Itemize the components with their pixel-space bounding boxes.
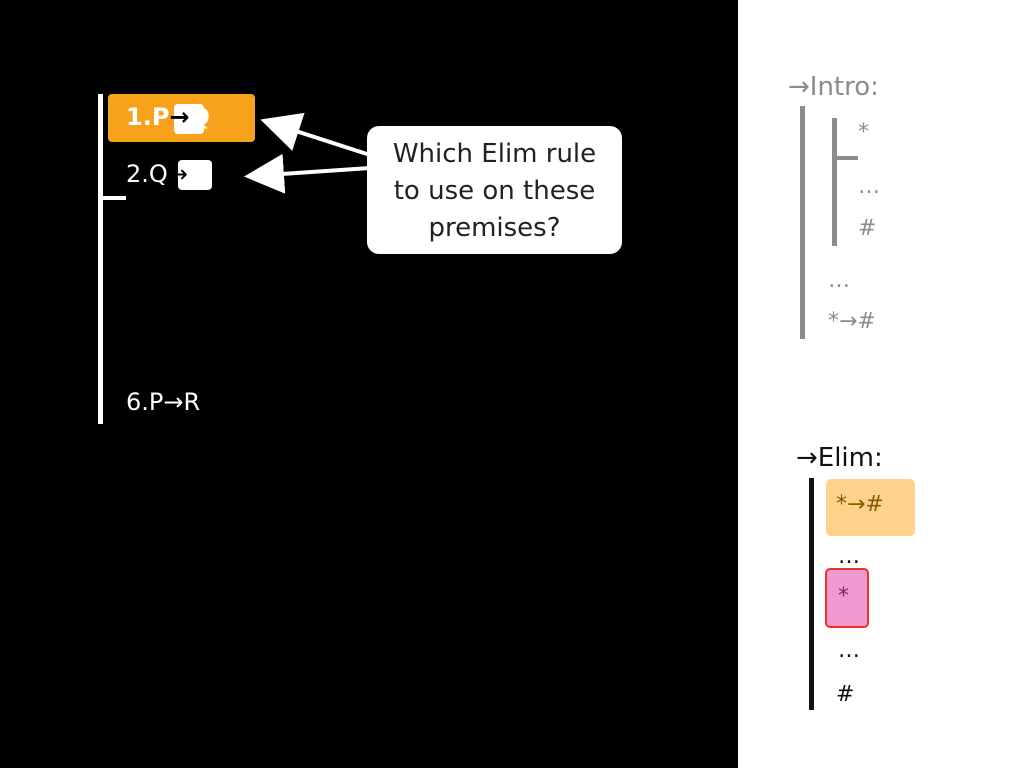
arrow-symbol: → (163, 388, 184, 416)
line-left: P (148, 388, 164, 416)
elim-conditional: *→# (836, 492, 884, 517)
line-left: Q (148, 160, 168, 188)
elim-result: # (836, 682, 855, 707)
arrow-symbol: → (167, 160, 188, 188)
arrow-to-line2 (244, 153, 371, 194)
line-number: 2. (126, 160, 149, 188)
premise-divider (98, 196, 126, 200)
line2-arrow-box (178, 160, 212, 190)
intro-conclusion: # (858, 216, 877, 241)
proof-line-2[interactable]: 2.Q→R (126, 160, 205, 188)
callout-arrows (244, 112, 371, 194)
arrow-to-line1 (260, 112, 371, 157)
line-number: 1. (126, 103, 152, 131)
intro-result: *→# (828, 309, 876, 334)
intro-inner-dots: … (858, 174, 880, 199)
elim-antecedent: * (838, 584, 849, 609)
proof-scope-bar (98, 94, 103, 424)
question-callout: Which Elim rule to use on these premises… (367, 126, 622, 254)
callout-line-2: to use on these (393, 176, 596, 206)
line-left: P (151, 103, 170, 131)
elim-conditional-box (826, 479, 915, 536)
callout-line-3: premises? (428, 213, 561, 243)
intro-outer-dots: … (828, 268, 850, 293)
proof-panel: 1.P→Q 2.Q→R 6.P→R Which Elim rule to use… (98, 94, 622, 424)
line-number: 6. (126, 388, 149, 416)
line1-arrow-box (174, 104, 204, 134)
arrow-symbol: → (169, 103, 190, 131)
elim-dots-2: … (838, 638, 860, 663)
elim-rule-title: →Elim: (796, 443, 883, 473)
rules-panel: →Intro: * … # … *→# →Elim: *→# … * … # (738, 0, 1024, 768)
intro-rule-title: →Intro: (788, 72, 879, 102)
elim-dots-1: … (838, 544, 860, 569)
line-right: R (187, 160, 205, 188)
intro-assumption-divider (832, 156, 858, 160)
elim-bar (809, 478, 814, 710)
intro-subproof-bar (832, 118, 837, 246)
line-right: Q (189, 103, 210, 131)
proof-line-6[interactable]: 6.P→R (126, 388, 200, 416)
intro-assumption: * (858, 120, 869, 145)
elim-antecedent-box (825, 568, 869, 628)
line-right: R (183, 388, 201, 416)
proof-line-1[interactable]: 1.P→Q (126, 103, 210, 131)
intro-outer-bar (800, 106, 805, 339)
callout-line-1: Which Elim rule (392, 139, 597, 169)
